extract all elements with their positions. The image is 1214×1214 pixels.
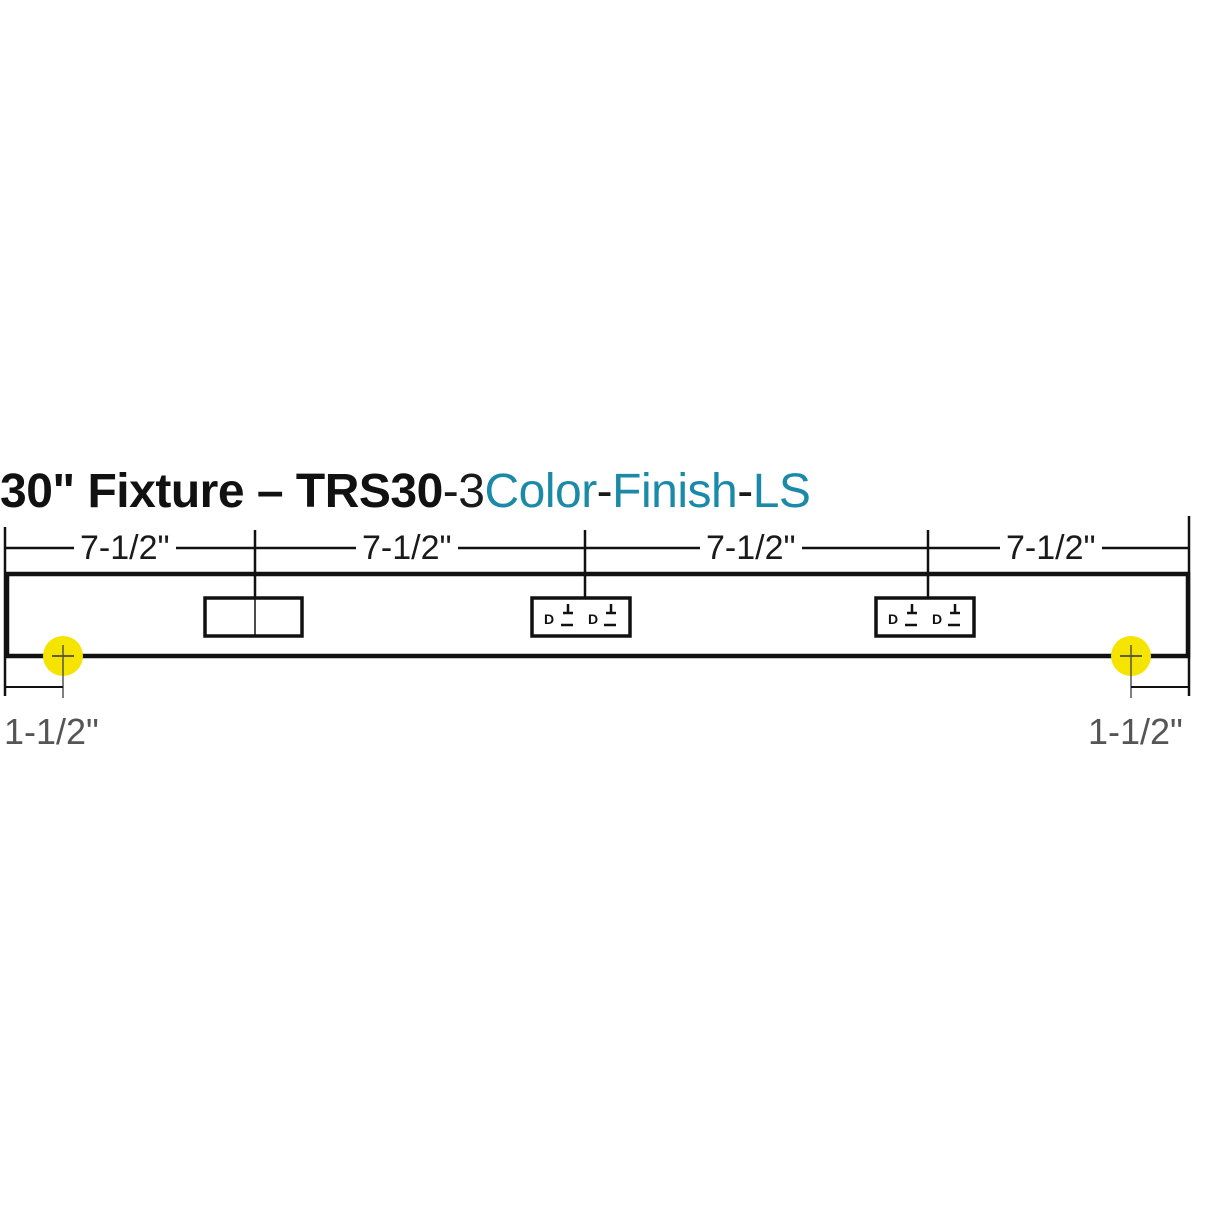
title-finish: Finish [612, 465, 738, 518]
title-sep-3: - [737, 465, 753, 518]
fixture-body [4, 571, 1191, 659]
left-offset-label: 1-1/2" [4, 711, 99, 752]
dimension-label-4: 7-1/2" [1000, 529, 1102, 567]
switch-box [203, 596, 304, 638]
right-offset-label: 1-1/2" [1088, 711, 1183, 752]
receptacle-label: D [544, 611, 554, 627]
mounting-point-left [43, 636, 83, 698]
title-size: 30" Fixture – [0, 465, 284, 518]
dimension-label-3: 7-1/2" [700, 529, 802, 567]
fixture-title: 30" Fixture – TRS30-3Color-Finish-LS [0, 462, 811, 522]
dimension-label-2: 7-1/2" [356, 529, 458, 567]
title-sep-1: - [442, 465, 459, 518]
duplex-receptacle-2: D D [874, 596, 976, 638]
title-model: TRS30 [295, 465, 443, 518]
receptacle-icon [905, 604, 960, 627]
title-suffix: LS [752, 465, 811, 518]
title-count: 3 [458, 465, 485, 518]
mounting-point-right [1111, 636, 1151, 698]
receptacle-icon [561, 604, 616, 627]
title-sep-2: - [596, 465, 613, 518]
receptacle-label: D [888, 611, 898, 627]
dimension-label-1: 7-1/2" [74, 529, 176, 567]
title-color: Color [484, 465, 597, 518]
receptacle-label: D [932, 611, 942, 627]
receptacle-label: D [588, 611, 598, 627]
duplex-receptacle-1: D D [530, 596, 632, 638]
